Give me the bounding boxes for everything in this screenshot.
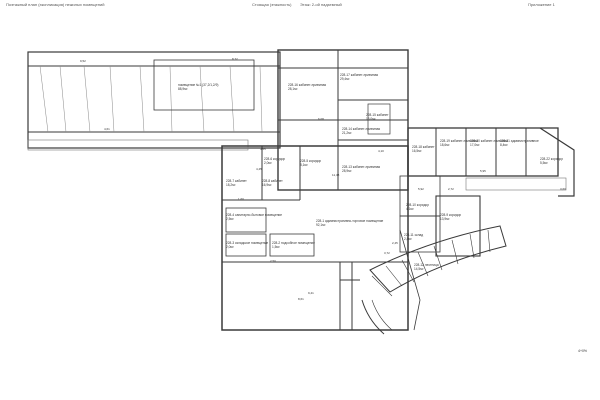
dimension-label: 9,41 [308, 291, 314, 295]
room-name-r228-15: 228-15 кабинет [366, 113, 389, 117]
dimension-label: 2,45 [392, 241, 398, 245]
dimension-label: 3,72 [384, 251, 390, 255]
room-name-r228-2: 228-2 подсобное помещение [272, 241, 315, 245]
dimension-label: 2,72 [448, 187, 454, 191]
room-name-r228-16: 228-16 кабинет-приемная [288, 83, 326, 87]
dimension-label: 6,08 [318, 117, 324, 121]
footer-mark: 4+0% [578, 349, 587, 353]
room-name-r228-18: 228-18 кабинет [412, 145, 435, 149]
dimension-label: 8,61 [298, 297, 304, 301]
dimension-label: 5,95 [480, 169, 486, 173]
room-name-r228-5: 228-5 коридор [300, 159, 321, 163]
room-area-r228-20: 17,0м² [470, 143, 479, 147]
room-area-r228-15: 15,0м² [366, 117, 375, 121]
room-name-r228-1: 228-1 административно-торговое помещение [316, 219, 384, 223]
room-name-r228-7: 228-7 кабинет [226, 179, 247, 183]
left-wing-outline [27, 51, 281, 151]
room-name-r228-10: 228-10 коридор [406, 203, 429, 207]
header-center-text: Этаж: 2-ой надземный [300, 2, 342, 7]
room-area-r228-2: 1,5м² [272, 245, 280, 249]
dimension-label: 3,55 [260, 147, 266, 151]
room-area-r228-1: 92,1м² [316, 223, 325, 227]
room-area-r228-17: 29,4м² [340, 77, 349, 81]
room-name-big-hall: помещение №1 (37,2/1,2/9) [178, 83, 218, 87]
room-area-r228-19: 18,6м² [440, 143, 449, 147]
room-name-r228-17: 228-17 кабинет-приемная [340, 73, 378, 77]
room-area-r228-3: 2,0м² [226, 245, 234, 249]
room-name-r228-8: 228-8 кабинет [262, 179, 283, 183]
room-area-r228-10: 4,1м² [406, 207, 414, 211]
room-name-r228-11: 228-11 склад [404, 233, 423, 237]
room-area-r228-13: 28,9м² [342, 169, 351, 173]
room-name-r228-9: 228-9 коридор [440, 213, 461, 217]
room-name-r228-13: 228-13 кабинет-приемная [342, 165, 380, 169]
room-area-r228-9: 13,9м² [440, 217, 449, 221]
room-name-r228-3: 228-3 складское помещение [226, 241, 268, 245]
dimension-label: 5,92 [418, 187, 424, 191]
dimension-label: 3,60 [560, 187, 566, 191]
room-name-r228-19: 228-19 кабинет-приемная [440, 139, 478, 143]
dimension-label: 4,61 [104, 127, 110, 131]
header-left-text: Поэтажный план (экспликация) нежилых пом… [6, 2, 105, 7]
room-name-r228-20: 228-20 кабинет-приемная [470, 139, 508, 143]
room-area-r228-22: 5,5м² [540, 161, 548, 165]
room-name-r228-22: 228-22 коридор [540, 157, 563, 161]
dimension-label: 4,45 [256, 167, 262, 171]
room-name-r228-6: 228-6 коридор [264, 157, 285, 161]
room-area-r228-11: 2,8м² [404, 237, 412, 241]
room-area-r228-6: 2,0м² [264, 161, 272, 165]
room-name-r228-4: 228-4 санитарно-бытовое помещение [226, 213, 282, 217]
room-area-r228-4: 2,5м² [226, 217, 234, 221]
dimension-label: 11,38 [332, 173, 340, 177]
header-right-text: Приложение 1 [528, 2, 555, 7]
room-name-r228-14: 228-14 кабинет-приемная [342, 127, 380, 131]
dimension-label: 1,60 [238, 197, 244, 201]
entrance-area [240, 262, 360, 331]
room-area-r228-7: 18,2м² [226, 183, 235, 187]
room-area-r228-18: 16,5м² [412, 149, 421, 153]
dimension-label: 8,72 [232, 57, 238, 61]
room-name-r228-12: 228-12 лестница [414, 263, 439, 267]
dimension-label: 4,10 [378, 149, 384, 153]
central-hall-block [221, 145, 481, 331]
curved-staircase [361, 225, 507, 335]
upper-office-block [277, 49, 409, 191]
room-area-r228-14: 21,2м² [342, 131, 351, 135]
room-area-r228-5: 8,1м² [300, 163, 308, 167]
room-area-r228-16: 28,1м² [288, 87, 297, 91]
header-center-small: Стоящая (этажность) [252, 2, 292, 7]
dimension-label: 9,52 [80, 59, 86, 63]
room-name-r228-21: 228-21 административное [500, 139, 539, 143]
dimension-label: 2,50 [270, 259, 276, 263]
room-area-big-hall: 88,9м² [178, 87, 187, 91]
room-area-r228-12: 14,5м² [414, 267, 423, 271]
room-area-r228-21: 8,4м² [500, 143, 508, 147]
room-area-r228-8: 16,9м² [262, 183, 271, 187]
